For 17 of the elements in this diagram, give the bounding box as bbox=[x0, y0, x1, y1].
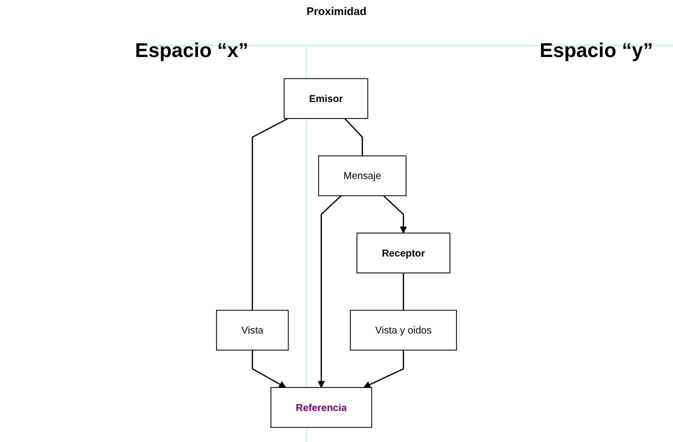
space-label: Espacio “y” bbox=[540, 40, 653, 63]
flow-diagram: Emisor Vista Mensaje Referencia Receptor Vista y oidos bbox=[10, 72, 663, 434]
connector bbox=[344, 118, 363, 156]
arrow bbox=[383, 195, 408, 234]
title: Proximidad bbox=[306, 6, 368, 18]
connector bbox=[252, 118, 288, 310]
space-label: Espacio “x” bbox=[135, 40, 248, 63]
node-box bbox=[284, 78, 368, 119]
arrow bbox=[252, 350, 286, 388]
connector bbox=[402, 272, 404, 310]
node-box bbox=[216, 310, 289, 351]
arrow bbox=[318, 195, 342, 388]
arrow bbox=[363, 350, 404, 388]
node-box bbox=[356, 232, 450, 274]
node-box bbox=[350, 310, 457, 351]
node-box bbox=[318, 155, 406, 196]
node-box bbox=[270, 387, 372, 428]
